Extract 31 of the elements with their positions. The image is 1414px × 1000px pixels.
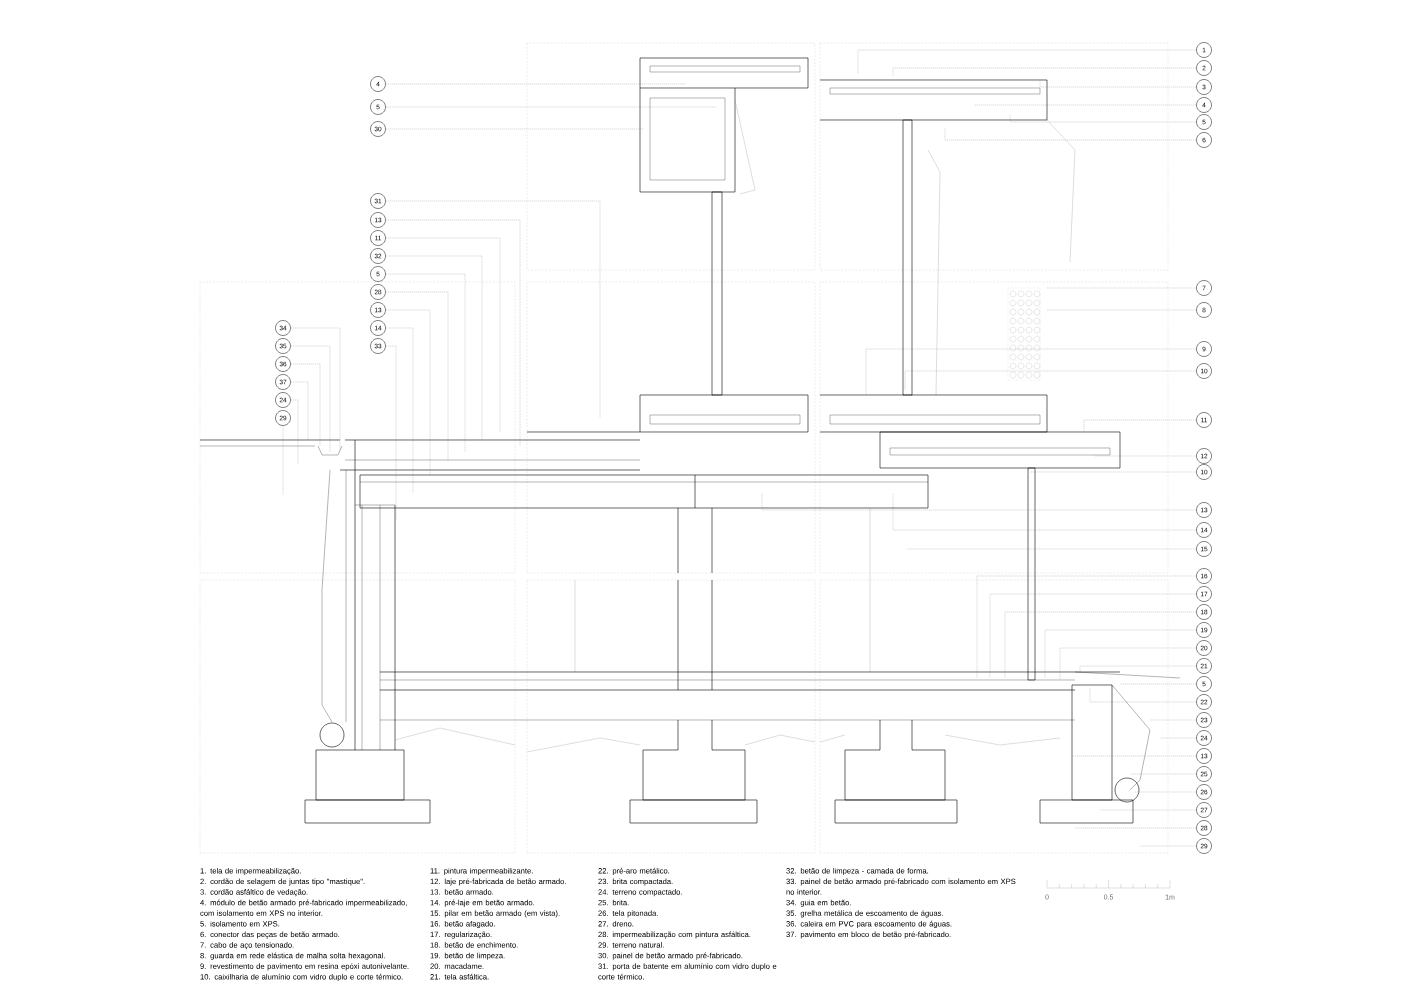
leader-line — [385, 255, 483, 441]
leader-line — [1059, 647, 1197, 681]
leader-line — [1044, 629, 1197, 679]
leader-line — [976, 575, 1197, 679]
leader-line — [290, 327, 341, 451]
leader-line — [1009, 114, 1197, 123]
leader-line — [761, 492, 1197, 511]
leader-line — [892, 67, 1197, 77]
leader-line — [1004, 611, 1197, 679]
leader-line — [290, 381, 309, 441]
leader-line — [1039, 79, 1197, 88]
leader-line — [385, 273, 466, 453]
leader-line — [1079, 665, 1197, 673]
leader-line — [904, 370, 1197, 391]
leader-line — [385, 219, 521, 447]
leader-line — [1089, 687, 1197, 703]
leader-line — [290, 345, 331, 453]
leader-line — [989, 593, 1197, 679]
leader-line — [892, 492, 1197, 531]
leader-line — [857, 49, 1197, 75]
leader-line — [385, 291, 449, 463]
leader-line — [385, 237, 501, 433]
leader-line — [385, 200, 601, 419]
leader-line — [385, 309, 431, 476]
leader-line — [385, 327, 414, 494]
leader-line — [944, 127, 1197, 141]
leader-line — [865, 348, 1197, 396]
leader-line — [1083, 419, 1197, 433]
leader-line — [290, 363, 321, 447]
leader-line — [290, 399, 299, 466]
leader-line — [385, 345, 397, 521]
